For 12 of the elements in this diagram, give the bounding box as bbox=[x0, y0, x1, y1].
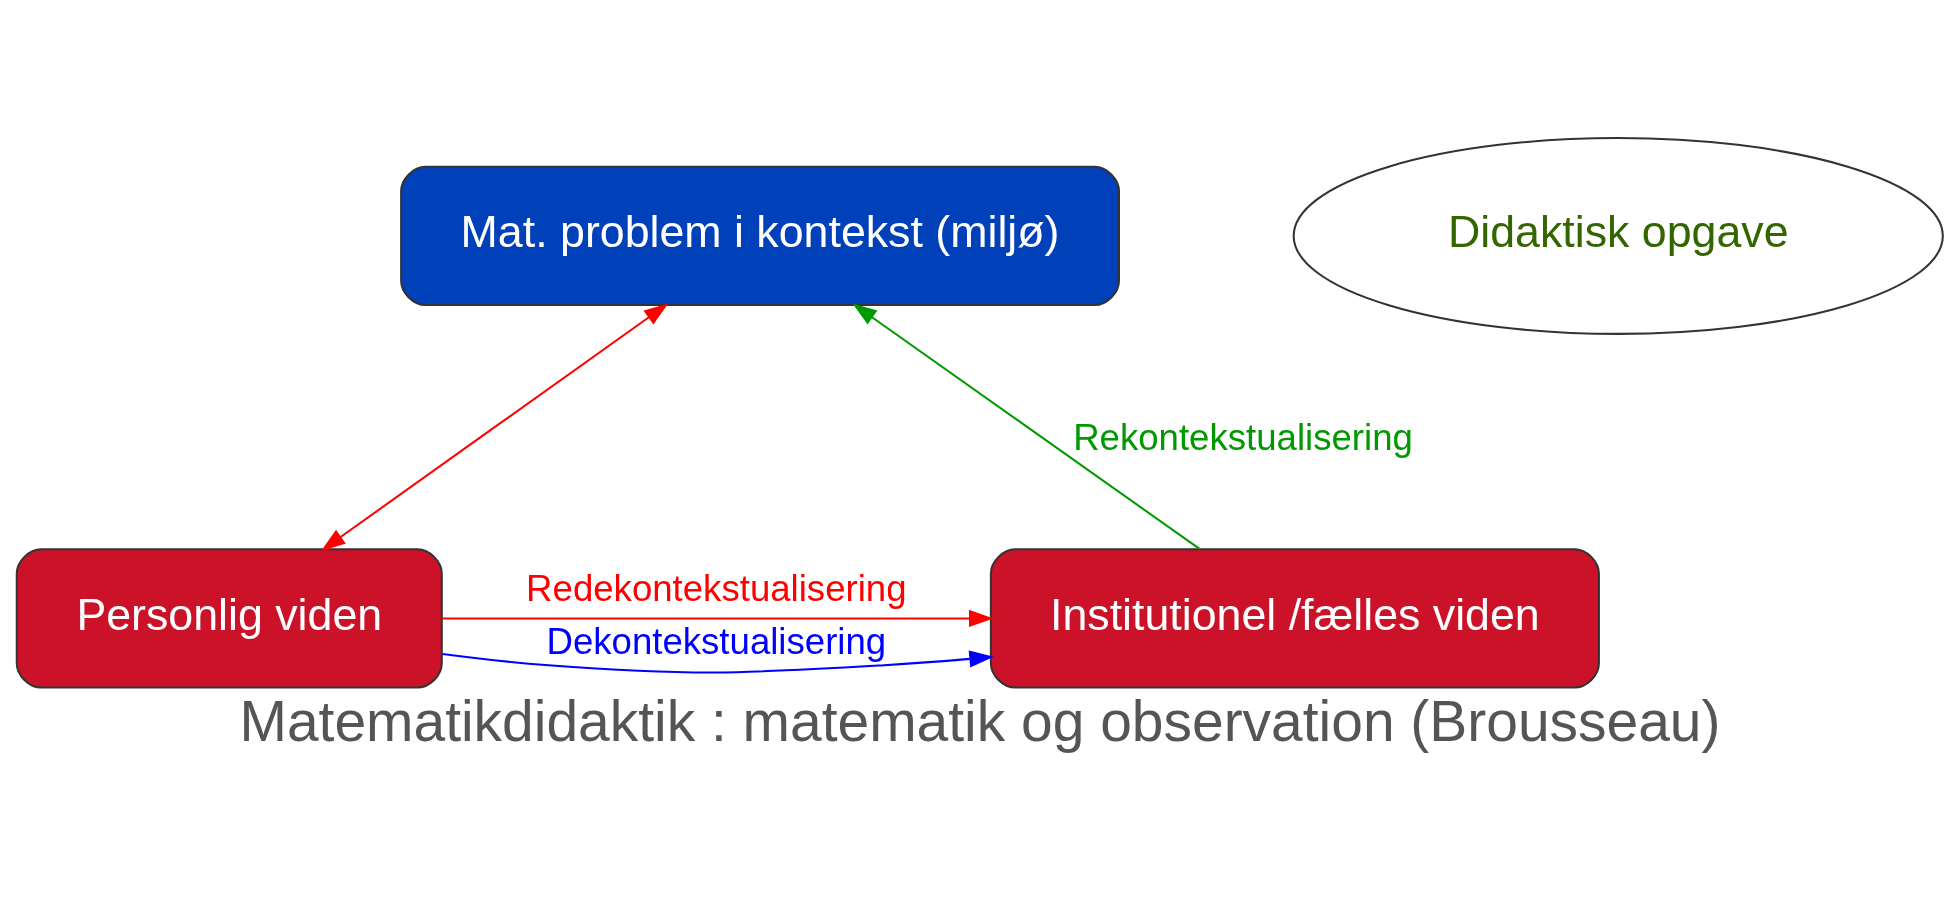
node-box: Personlig viden bbox=[15, 548, 443, 689]
edge-label: Dekontekstualisering bbox=[546, 620, 887, 662]
arrow bbox=[321, 303, 669, 551]
node-ellipse: Didaktisk opgave bbox=[1292, 136, 1944, 335]
node-box: Institutionel /fælles viden bbox=[989, 548, 1600, 689]
arrow bbox=[852, 303, 1201, 550]
caption: Matematikdidaktik : matematik og observation (Brousseau) bbox=[239, 689, 1721, 754]
edge-label: Redekontekstualisering bbox=[526, 567, 907, 609]
arrow bbox=[442, 609, 994, 627]
arrow bbox=[442, 650, 994, 674]
edge-label: Rekontekstualisering bbox=[1073, 417, 1413, 459]
node-box: Mat. problem i kontekst (miljø) bbox=[400, 165, 1120, 307]
